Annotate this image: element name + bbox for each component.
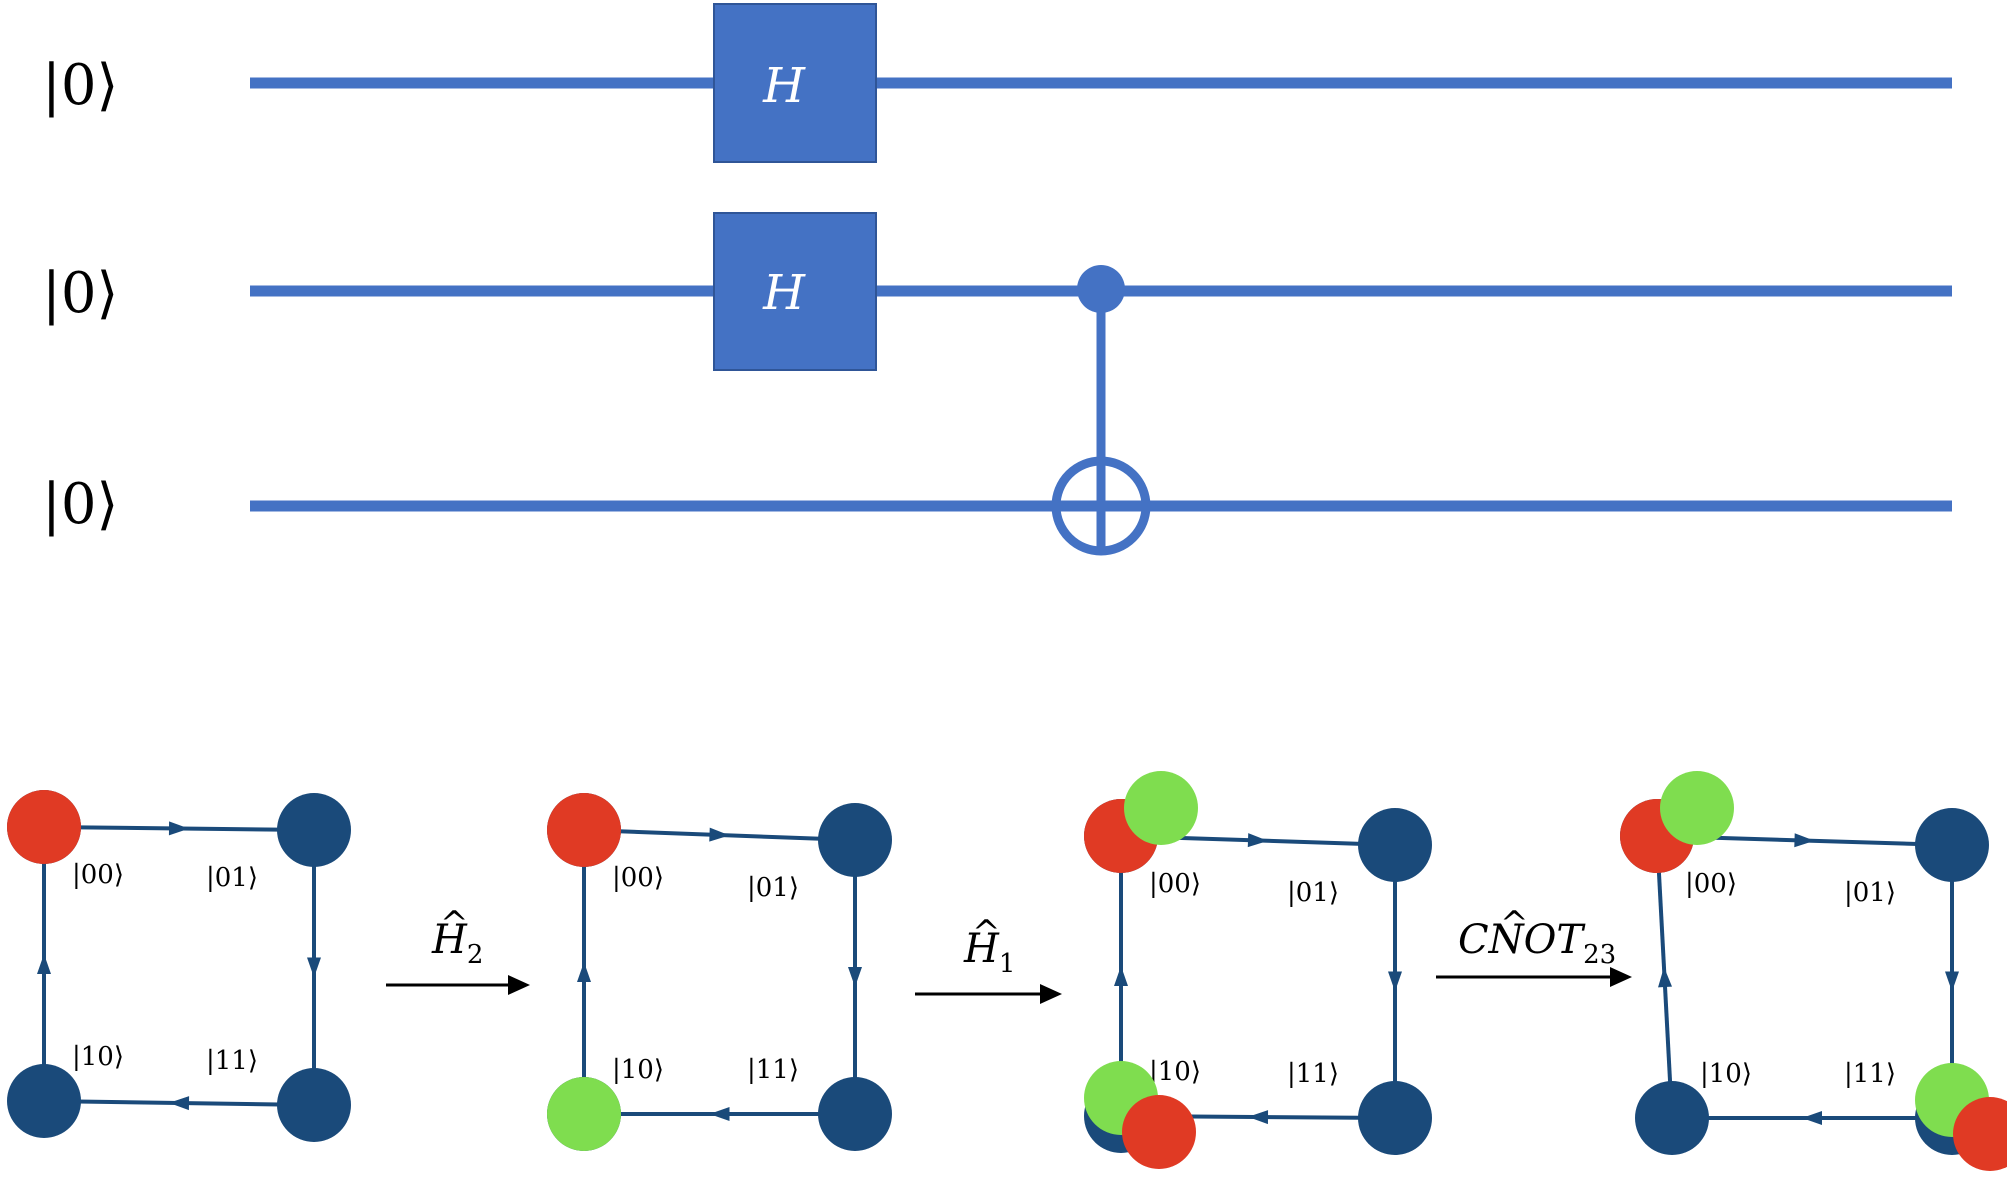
marker-red-00 xyxy=(547,793,621,867)
node-label-10: |10⟩ xyxy=(1700,1059,1752,1089)
node-label-10: |10⟩ xyxy=(612,1055,664,1085)
node-label-00: |00⟩ xyxy=(612,863,664,893)
node-label-00: |00⟩ xyxy=(1149,869,1201,899)
transition-arrow-1: H2 ^ xyxy=(386,904,530,995)
qubit-label-2: |0⟩ xyxy=(42,472,118,537)
node-br xyxy=(818,1077,892,1151)
operator-label-2: H1 xyxy=(963,926,1015,979)
state-graph-2: |00⟩ |01⟩ |10⟩ |11⟩ xyxy=(547,793,892,1151)
node-label-11: |11⟩ xyxy=(1844,1059,1896,1089)
node-tr xyxy=(818,803,892,877)
edge-01-11-arrowhead xyxy=(1388,971,1402,992)
node-br xyxy=(1358,1081,1432,1155)
edge-11-10-arrowhead xyxy=(169,1096,190,1111)
node-label-01: |01⟩ xyxy=(747,873,799,903)
state-graph-1: |00⟩ |01⟩ |10⟩ |11⟩ xyxy=(7,790,351,1142)
gate-label-h-q0: H xyxy=(762,58,806,114)
node-tr xyxy=(277,793,351,867)
node-tr xyxy=(1915,808,1989,882)
edge-01-11-arrowhead xyxy=(307,957,321,978)
qubit-label-1: |0⟩ xyxy=(42,261,118,326)
transition-arrow-2: H1 ^ xyxy=(915,913,1062,1004)
marker-red-00 xyxy=(7,790,81,864)
operator-hat-1: ^ xyxy=(440,904,469,944)
hadamard-gate-q0: H xyxy=(713,3,877,163)
edge-10-00-arrowhead xyxy=(577,962,591,982)
state-graphs: |00⟩ |01⟩ |10⟩ |11⟩ |00⟩ |01⟩ |10⟩ |11⟩ |00⟩ |01⟩… xyxy=(7,771,2007,1171)
node-label-11: |11⟩ xyxy=(206,1046,258,1076)
edge-01-11-arrowhead xyxy=(1945,971,1959,992)
cnot-control-dot xyxy=(1077,265,1125,313)
marker-red-10 xyxy=(1122,1095,1196,1169)
state-graph-4: |00⟩ |01⟩ |10⟩ |11⟩ xyxy=(1620,771,2007,1171)
operator-hat-2: ^ xyxy=(972,913,1001,953)
node-label-10: |10⟩ xyxy=(72,1042,124,1072)
gate-label-h-q1: H xyxy=(762,265,806,321)
node-label-11: |11⟩ xyxy=(1287,1059,1339,1089)
node-br xyxy=(277,1068,351,1142)
node-label-01: |01⟩ xyxy=(206,863,258,893)
node-label-10: |10⟩ xyxy=(1149,1057,1201,1087)
operator-label-1: H2 xyxy=(431,917,483,970)
node-bl xyxy=(1635,1081,1709,1155)
edge-11-10-arrowhead xyxy=(1248,1110,1269,1125)
edge-10-00-arrowhead xyxy=(1114,966,1128,986)
marker-green-10 xyxy=(547,1077,621,1151)
marker-green-00 xyxy=(1660,771,1734,845)
state-graph-3: |00⟩ |01⟩ |10⟩ |11⟩ xyxy=(1084,771,1432,1169)
qubit-label-0: |0⟩ xyxy=(42,53,118,118)
circuit: |0⟩ |0⟩ |0⟩ H H xyxy=(42,3,1952,556)
node-label-11: |11⟩ xyxy=(747,1055,799,1085)
edge-00-01-arrowhead xyxy=(709,827,730,842)
edge-10-00-arrowhead xyxy=(37,954,51,974)
edge-11-10-arrowhead xyxy=(709,1107,730,1121)
node-label-00: |00⟩ xyxy=(72,860,124,890)
cnot-gate xyxy=(1051,265,1151,556)
marker-red-11 xyxy=(1953,1097,2007,1171)
edge-00-01-arrowhead xyxy=(1794,833,1815,848)
node-label-01: |01⟩ xyxy=(1287,878,1339,908)
marker-green-00 xyxy=(1124,771,1198,845)
edge-10-00-arrowhead xyxy=(1658,967,1673,988)
edge-01-11-arrowhead xyxy=(848,967,862,987)
node-tr xyxy=(1358,808,1432,882)
node-label-01: |01⟩ xyxy=(1844,878,1896,908)
node-label-00: |00⟩ xyxy=(1685,869,1737,899)
edge-00-01-arrowhead xyxy=(1247,833,1268,848)
operator-hat-3: ^ xyxy=(1500,904,1529,944)
hadamard-gate-q1: H xyxy=(713,212,877,371)
edge-00-01-arrowhead xyxy=(168,821,189,836)
node-bl xyxy=(7,1064,81,1138)
operator-label-3: CNOT23 xyxy=(1458,917,1616,970)
transition-arrow-3: CNOT23 ^ xyxy=(1436,904,1632,987)
edge-11-10-arrowhead xyxy=(1802,1111,1822,1125)
